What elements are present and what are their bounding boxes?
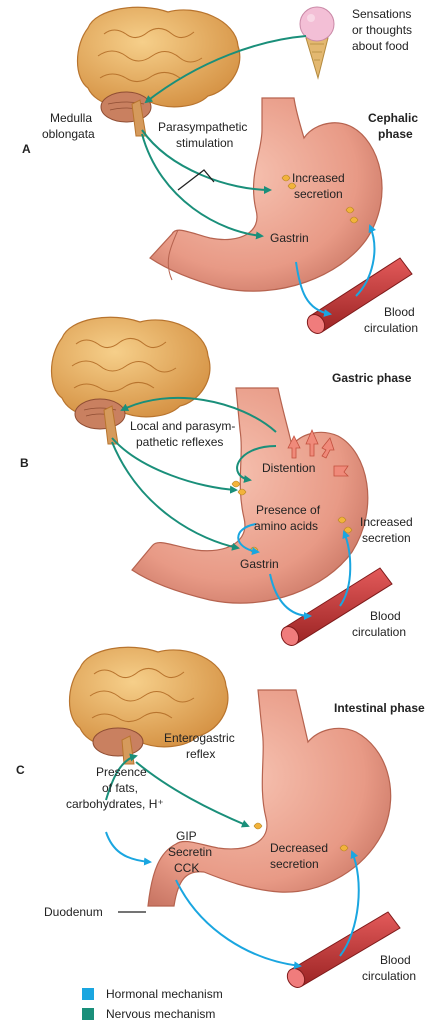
gastric-phase-title: Gastric phase [332, 371, 412, 385]
ice-cream-cone-icon [300, 7, 334, 78]
cephalic-phase-title-line-2: phase [378, 127, 413, 141]
food-label-line-3: about food [352, 39, 409, 53]
enterogastric-nervous-arrow [136, 762, 248, 826]
blood-circulation-label-c-line-1: Blood [380, 953, 411, 967]
blood-circulation-label-a-line-2: circulation [364, 321, 418, 335]
cephalic-phase-title-line-1: Cephalic [368, 111, 418, 125]
amino-acids-label-line-1: Presence of [256, 503, 321, 517]
food-label-line-1: Sensations [352, 7, 411, 21]
presence-label-line-2: of fats, [102, 781, 138, 795]
enterogastric-label-line-2: reflex [186, 747, 215, 761]
panel-b: B Gastric phase Local and parasym- pathe… [20, 317, 413, 648]
medulla-label-line-2: oblongata [42, 127, 95, 141]
nervous-legend-swatch [82, 1008, 94, 1020]
increased-secretion-label-b-line-2: secretion [362, 531, 411, 545]
panel-c: C Intestinal phase Enterogastric reflex … [16, 647, 425, 990]
decreased-secretion-label-line-1: Decreased [270, 841, 328, 855]
food-label-line-2: or thoughts [352, 23, 412, 37]
increased-secretion-label-line-2: secretion [294, 187, 343, 201]
parasympathetic-label-line-2: stimulation [176, 136, 233, 150]
intestinal-phase-title: Intestinal phase [334, 701, 425, 715]
decreased-secretion-label-line-2: secretion [270, 857, 319, 871]
reflex-label-line-1: Local and parasym- [130, 419, 235, 433]
brain-to-gastrin-nervous-arrow-b [112, 442, 238, 548]
gastrin-label-a: Gastrin [270, 231, 309, 245]
medulla-label-line-1: Medulla [50, 111, 92, 125]
brain-a [78, 7, 240, 136]
amino-acids-label-line-2: amino acids [254, 519, 318, 533]
hormones-to-blood-hormonal-arrow [176, 880, 300, 966]
hormone-secretin-label: Secretin [168, 845, 212, 859]
hormone-cck-label: CCK [174, 861, 199, 875]
parasympathetic-label-line-1: Parasympathetic [158, 120, 247, 134]
distention-label: Distention [262, 461, 315, 475]
hormonal-legend-label: Hormonal mechanism [106, 987, 223, 1001]
blood-circulation-label-a-line-1: Blood [384, 305, 415, 319]
nervous-legend-label: Nervous mechanism [106, 1007, 215, 1021]
duodenum-label: Duodenum [44, 905, 103, 919]
hormonal-legend-swatch [82, 988, 94, 1000]
hormone-gip-label: GIP [176, 829, 197, 843]
increased-secretion-label-b-line-1: Increased [360, 515, 413, 529]
legend: Hormonal mechanism Nervous mechanism [82, 987, 223, 1021]
presence-label-line-1: Presence [96, 765, 147, 779]
panel-a-letter: A [22, 142, 31, 156]
panel-c-letter: C [16, 763, 25, 777]
increased-secretion-label-line-1: Increased [292, 171, 345, 185]
panel-b-letter: B [20, 456, 29, 470]
blood-circulation-label-b-line-1: Blood [370, 609, 401, 623]
enterogastric-label-line-1: Enterogastric [164, 731, 235, 745]
blood-circulation-label-c-line-2: circulation [362, 969, 416, 983]
blood-circulation-label-b-line-2: circulation [352, 625, 406, 639]
presence-label-line-3: carbohydrates, H⁺ [66, 797, 164, 811]
duodenum-to-hormones-arrow [106, 832, 150, 862]
panel-a: A Sensations or thoughts about food Ceph… [22, 7, 418, 337]
reflex-label-line-2: pathetic reflexes [136, 435, 223, 449]
gastrin-label-b: Gastrin [240, 557, 279, 571]
